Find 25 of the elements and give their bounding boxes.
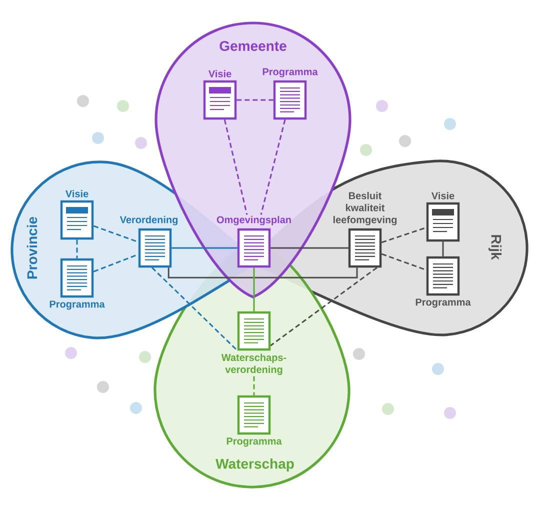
document-label: Visie xyxy=(65,190,88,198)
connector-line xyxy=(381,253,427,271)
document-label: Waterschaps- verordening xyxy=(221,354,286,376)
connector-line xyxy=(76,240,78,258)
connector-line xyxy=(260,119,286,215)
document-label: Programma xyxy=(226,438,282,447)
connector-line xyxy=(224,119,248,215)
connector-line xyxy=(93,225,139,243)
document-label: Visie xyxy=(208,70,232,78)
document-label: Verordening xyxy=(120,216,178,226)
document-label: Programma xyxy=(262,68,318,78)
connector-line xyxy=(270,266,378,346)
connector-line xyxy=(168,268,358,278)
connector-line xyxy=(381,226,427,244)
document-label: Besluit kwaliteit leefomgeving xyxy=(333,192,397,226)
connector-line xyxy=(270,247,348,249)
connector-line xyxy=(236,99,274,101)
document-label: Programma xyxy=(50,300,105,310)
document-label: Omgevingsplan xyxy=(216,216,291,226)
document-label: Programma xyxy=(416,298,471,308)
connector-line xyxy=(442,242,444,256)
document-label: Visie xyxy=(431,192,454,200)
connector-line xyxy=(253,376,255,396)
connector-line xyxy=(172,247,238,249)
connector-line xyxy=(151,267,238,352)
